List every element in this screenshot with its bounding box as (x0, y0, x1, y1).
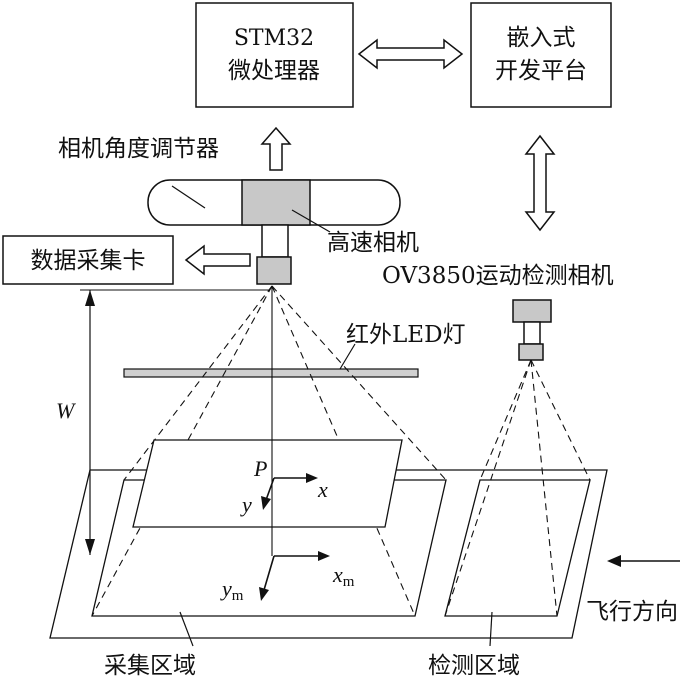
camera-leader-line (291, 209, 331, 233)
motion-camera-body (512, 299, 552, 323)
daq-card-label: 数据采集卡 (31, 248, 146, 274)
high-speed-camera-label: 高速相机 (327, 230, 419, 256)
y-axis-arrow-icon (261, 496, 271, 510)
detection-area-leader-line (489, 611, 493, 647)
ir-led-label: 红外LED灯 (346, 322, 466, 348)
embedded-platform-box (470, 2, 612, 108)
stm32-box (195, 2, 354, 108)
highspeed-view-cone (91, 285, 447, 617)
ir-led-leader-line (339, 343, 356, 370)
adjuster-leader-line (171, 185, 206, 209)
embedded-camera-double-arrow-icon (524, 134, 556, 232)
motion-camera-lens (518, 343, 544, 361)
ym-axis-line (263, 555, 275, 591)
stm32-embedded-double-arrow-icon (357, 38, 464, 70)
distance-w-label: W (56, 398, 76, 423)
motion-camera-label: OV3850运动检测相机 (382, 263, 614, 289)
ir-led-bar (123, 368, 419, 378)
motion-view-cone (444, 359, 591, 617)
left-arrow-icon (184, 244, 251, 276)
axis-xm-label: xm (332, 562, 355, 590)
stm32-box-line1: STM32 (234, 26, 314, 51)
embedded-box-line2: 开发平台 (495, 58, 587, 84)
axis-y-label: y (240, 492, 252, 517)
up-arrow-icon (260, 126, 292, 171)
point-p-label: P (253, 456, 267, 481)
tilted-image-plane (132, 439, 403, 528)
flight-direction-arrow-icon (607, 555, 621, 567)
detection-area (444, 479, 591, 617)
xm-axis-arrow-icon (318, 551, 330, 561)
detection-area-label: 检测区域 (428, 653, 520, 679)
high-speed-camera-lens (256, 256, 292, 285)
w-arrow-up-icon (85, 290, 95, 306)
x-axis-arrow-icon (306, 473, 318, 483)
ground-plane (49, 469, 608, 639)
flight-direction-label: 飞行方向 (586, 599, 678, 625)
stm32-box-line2: 微处理器 (228, 58, 320, 84)
motion-camera-neck (523, 321, 541, 345)
angle-adjuster-label: 相机角度调节器 (58, 136, 219, 162)
high-speed-camera-neck (261, 224, 289, 258)
axis-x-label: x (317, 477, 328, 502)
collection-area-label: 采集区域 (104, 653, 196, 679)
w-arrow-down-icon (85, 539, 95, 555)
embedded-box-line1: 嵌入式 (507, 25, 576, 51)
daq-card-box (2, 235, 174, 285)
high-speed-camera-body (241, 179, 311, 226)
axis-ym-label: ym (220, 576, 244, 604)
y-axis-line (265, 477, 275, 501)
ym-axis-arrow-icon (259, 587, 269, 601)
collection-area-leader-line (179, 611, 194, 647)
